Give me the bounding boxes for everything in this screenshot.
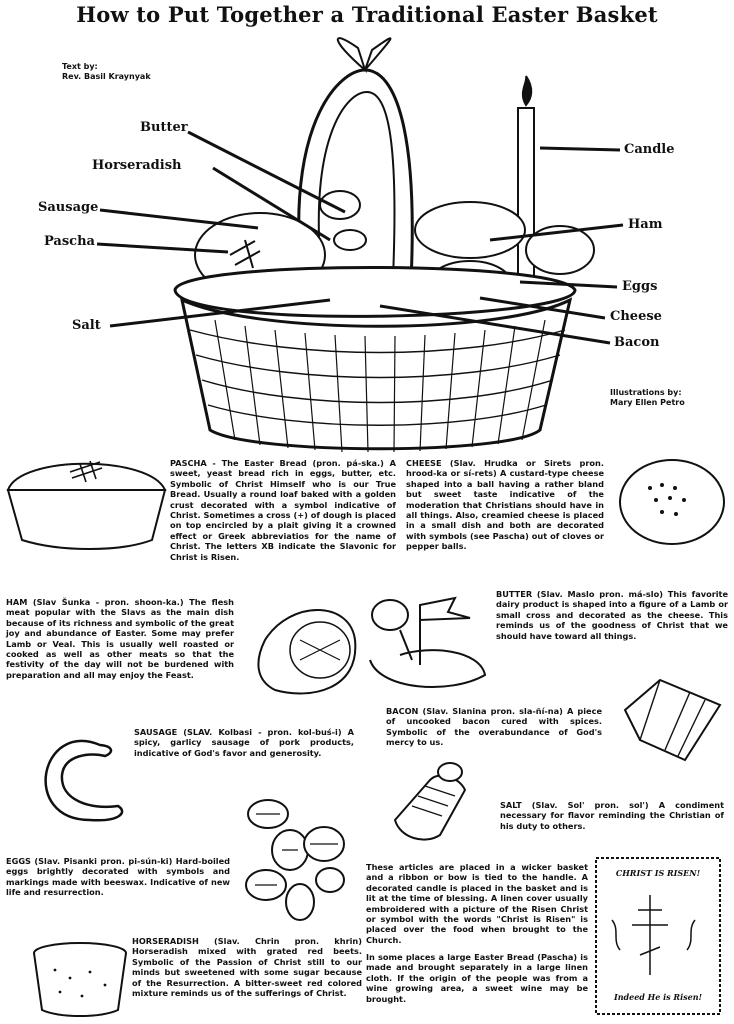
section-closing-2: In some places a large Easter Bread (Pas…	[366, 952, 588, 1004]
page-title: How to Put Together a Traditional Easter…	[76, 2, 658, 27]
illustration-credit-author: Mary Ellen Petro	[610, 398, 685, 407]
section-cheese: CHEESE (Slav. Hrudka or Sirets pron. hro…	[406, 458, 604, 552]
label-sausage: Sausage	[38, 200, 99, 215]
text-credit: Text by: Rev. Basil Kraynyak	[62, 62, 151, 82]
section-pascha: PASCHA - The Easter Bread (pron. pá-ska.…	[170, 458, 396, 562]
section-sausage: SAUSAGE (SLAV. Kolbasi - pron. kol-buś-i…	[134, 727, 354, 758]
salt-shaker-icon	[393, 762, 467, 841]
label-cheese: Cheese	[610, 309, 662, 324]
text-credit-heading: Text by:	[62, 62, 98, 71]
section-ham: HAM (Slav Šunka - pron. shoon-ka.) The f…	[6, 597, 234, 680]
linen-cloth-icon	[595, 857, 721, 1015]
section-closing-1: These articles are placed in a wicker ba…	[366, 862, 588, 945]
cheese-ball-icon	[619, 459, 725, 545]
label-eggs: Eggs	[622, 279, 658, 294]
cloth-top-text: CHRIST IS RISEN!	[615, 868, 701, 878]
section-eggs: EGGS (Slav. Pisanki pron. pi-sún-ki) Har…	[6, 856, 230, 898]
butter-lamb-icon	[369, 596, 487, 688]
section-bacon: BACON (Slav. Slanina pron. sla-ñí-na) A …	[386, 706, 602, 748]
label-bacon: Bacon	[614, 335, 660, 350]
pascha-bread-icon	[6, 460, 167, 550]
illustration-credit: Illustrations by: Mary Ellen Petro	[610, 388, 685, 408]
cloth-bottom-text: Indeed He is Risen!	[613, 992, 703, 1002]
label-butter: Butter	[140, 120, 188, 135]
section-butter: BUTTER (Slav. Maslo pron. má-slo) This f…	[496, 589, 728, 641]
label-candle: Candle	[624, 142, 675, 157]
label-salt: Salt	[72, 318, 101, 333]
label-pascha: Pascha	[44, 234, 95, 249]
ham-icon	[257, 609, 357, 695]
text-credit-author: Rev. Basil Kraynyak	[62, 72, 151, 81]
eggs-icon	[245, 799, 345, 921]
label-horseradish: Horseradish	[92, 158, 182, 173]
illustration-credit-heading: Illustrations by:	[610, 388, 682, 397]
horseradish-jar-icon	[33, 942, 127, 1017]
section-salt: SALT (Slav. Sol' pron. sol') A condiment…	[500, 800, 724, 831]
section-horseradish: HORSERADISH (Slav. Chrin pron. khrin) Ho…	[132, 936, 362, 999]
bacon-icon	[623, 678, 722, 762]
label-ham: Ham	[628, 217, 663, 232]
sausage-icon	[44, 739, 124, 822]
